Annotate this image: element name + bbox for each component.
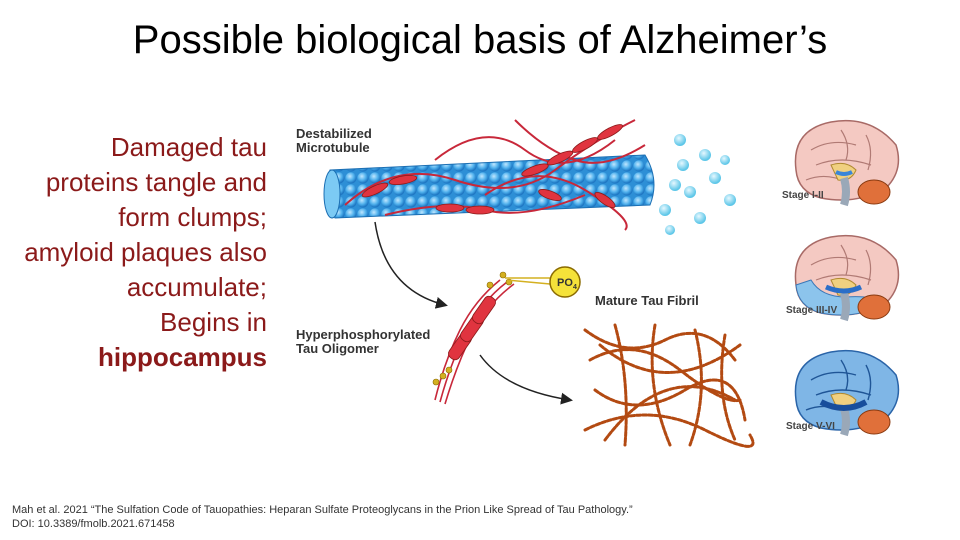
tau-protein-segments-icon [361, 124, 623, 215]
bullet-line-6: Begins in [160, 307, 267, 337]
label-fibril: Mature Tau Fibril [595, 293, 699, 308]
bullet-line-4: amyloid plaques also [24, 237, 267, 267]
brain-stage-1-icon [794, 119, 900, 207]
tau-pathology-figure: PO 4 [323, 119, 755, 448]
stage-3-label: Stage V-VI [786, 421, 835, 432]
citation-line-1: Mah et al. 2021 “The Sulfation Code of T… [12, 504, 633, 516]
slide-title: Possible biological basis of Alzheimer’s [132, 18, 828, 62]
stage-1-label: Stage I-II [782, 190, 824, 201]
label-oligomer-line-1: Hyperphosphorylated [296, 327, 431, 342]
bullet-emphasis: hippocampus [97, 342, 267, 372]
label-microtubule: Destabilized Microtubule [296, 127, 372, 155]
bullet-line-1: Damaged tau [110, 132, 267, 162]
citation: Mah et al. 2021 “The Sulfation Code of T… [12, 503, 633, 531]
label-microtubule-line-2: Microtubule [296, 140, 370, 155]
microtubule-icon [323, 154, 655, 219]
phosphate-label: PO [557, 277, 573, 289]
label-oligomer: Hyperphosphorylated Tau Oligomer [296, 328, 430, 356]
tau-fibril-tangle-icon [583, 323, 755, 448]
bullet-line-5: accumulate; [126, 272, 267, 302]
label-microtubule-line-1: Destabilized [296, 126, 372, 141]
phosphate-subscript: 4 [573, 284, 577, 291]
tubulin-dimers-icon [659, 134, 736, 235]
arrow-to-oligomer-icon [374, 221, 448, 309]
brain-stage-3-icon [794, 349, 900, 437]
bullet-text: Damaged tau proteins tangle and form clu… [0, 130, 267, 375]
citation-line-2: DOI: 10.3389/fmolb.2021.671458 [12, 518, 175, 530]
stage-2-label: Stage III-IV [786, 305, 838, 316]
arrow-to-fibril-icon [479, 354, 573, 405]
bullet-line-3: form clumps; [118, 202, 267, 232]
brain-stage-2-icon [794, 234, 900, 322]
phosphate-icon: PO 4 [549, 266, 581, 298]
tau-oligomer-icon [432, 271, 551, 405]
label-oligomer-line-2: Tau Oligomer [296, 341, 379, 356]
bullet-line-2: proteins tangle and [45, 167, 267, 197]
